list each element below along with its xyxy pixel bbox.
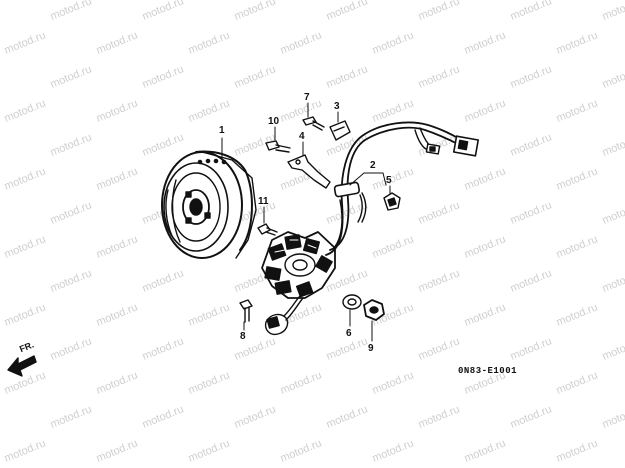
grommet-5 — [383, 185, 401, 211]
callout-8: 8 — [240, 331, 246, 342]
bolt-8 — [239, 299, 253, 331]
wire-harness — [325, 121, 480, 256]
callout-4: 4 — [299, 131, 305, 142]
callout-11: 11 — [258, 196, 269, 207]
callout-3: 3 — [334, 101, 340, 112]
callout-1: 1 — [219, 125, 225, 136]
washer-6 — [342, 294, 362, 327]
bolt-10 — [265, 126, 291, 153]
front-arrow — [7, 355, 37, 377]
callout-2: 2 — [370, 160, 376, 171]
callout-5: 5 — [386, 175, 392, 186]
callout-6: 6 — [346, 328, 352, 339]
callout-7: 7 — [304, 92, 310, 103]
diagram-code: 0N83-E1001 — [458, 366, 518, 376]
callout-9: 9 — [368, 343, 374, 354]
bolt-11 — [257, 206, 278, 236]
stator — [261, 231, 336, 299]
pulser-coil — [264, 295, 304, 336]
bolt-7 — [302, 102, 325, 131]
bracket-4 — [287, 141, 331, 189]
flywheel — [161, 150, 257, 259]
clip-3 — [329, 111, 351, 141]
nut-9 — [363, 299, 385, 342]
callout-10: 10 — [268, 116, 280, 127]
